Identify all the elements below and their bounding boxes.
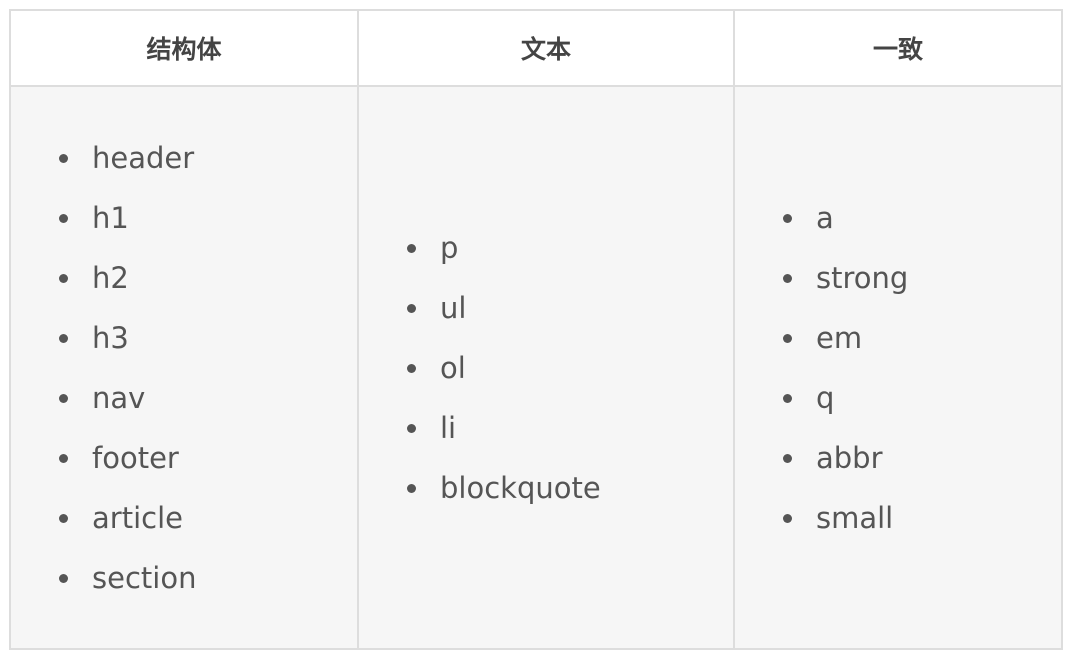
bullet-icon [59, 213, 68, 223]
bullet-icon [59, 453, 68, 463]
body-row: header h1 h2 h3 nav footer article secti… [9, 85, 1063, 650]
list-item: h3 [59, 308, 357, 368]
list-item: article [59, 488, 357, 548]
list-item: p [407, 218, 733, 278]
structure-cell: header h1 h2 h3 nav footer article secti… [9, 85, 359, 650]
list-item-text: h1 [92, 200, 129, 235]
list-item: em [783, 308, 1061, 368]
list-item: h1 [59, 188, 357, 248]
list-item-text: small [816, 500, 894, 535]
list-item: strong [783, 248, 1061, 308]
bullet-icon [783, 273, 792, 283]
header-row: 结构体 文本 一致 [9, 9, 1063, 87]
list-item-text: p [440, 230, 459, 265]
bullet-icon [407, 483, 416, 493]
list-item-text: header [92, 140, 195, 175]
bullet-icon [407, 303, 416, 313]
list-item: section [59, 548, 357, 608]
list-item: li [407, 398, 733, 458]
list-item-text: em [816, 320, 863, 355]
list-item: small [783, 488, 1061, 548]
list-item-text: strong [816, 260, 909, 295]
list-item-text: q [816, 380, 835, 415]
column-header-structure: 结构体 [9, 9, 359, 87]
list-item-text: li [440, 410, 457, 445]
list-item-text: section [92, 560, 197, 595]
list-item-text: footer [92, 440, 179, 475]
column-header-consistent: 一致 [733, 9, 1063, 87]
bullet-icon [783, 393, 792, 403]
consistent-list: a strong em q abbr small [783, 188, 1061, 548]
list-item-text: a [816, 200, 834, 235]
bullet-icon [783, 453, 792, 463]
list-item: abbr [783, 428, 1061, 488]
bullet-icon [783, 333, 792, 343]
bullet-icon [59, 273, 68, 283]
list-item-text: nav [92, 380, 146, 415]
list-item: nav [59, 368, 357, 428]
html-elements-table-container: 结构体 文本 一致 header h1 h2 h3 nav footer art… [9, 9, 1063, 650]
html-elements-table: 结构体 文本 一致 header h1 h2 h3 nav footer art… [9, 9, 1063, 650]
list-item: blockquote [407, 458, 733, 518]
bullet-icon [407, 243, 416, 253]
bullet-icon [783, 513, 792, 523]
list-item: footer [59, 428, 357, 488]
list-item: ul [407, 278, 733, 338]
list-item-text: abbr [816, 440, 883, 475]
list-item-text: ul [440, 290, 467, 325]
list-item-text: h2 [92, 260, 129, 295]
consistent-cell: a strong em q abbr small [733, 85, 1063, 650]
list-item-text: blockquote [440, 470, 601, 505]
list-item: h2 [59, 248, 357, 308]
bullet-icon [59, 153, 68, 163]
list-item-text: ol [440, 350, 466, 385]
structure-list: header h1 h2 h3 nav footer article secti… [59, 128, 357, 608]
bullet-icon [59, 513, 68, 523]
text-cell: p ul ol li blockquote [357, 85, 735, 650]
text-list: p ul ol li blockquote [407, 218, 733, 518]
list-item: a [783, 188, 1061, 248]
list-item-text: article [92, 500, 183, 535]
list-item: header [59, 128, 357, 188]
bullet-icon [59, 573, 68, 583]
bullet-icon [407, 363, 416, 373]
bullet-icon [783, 213, 792, 223]
bullet-icon [59, 393, 68, 403]
column-header-text: 文本 [357, 9, 735, 87]
list-item-text: h3 [92, 320, 129, 355]
list-item: ol [407, 338, 733, 398]
list-item: q [783, 368, 1061, 428]
bullet-icon [59, 333, 68, 343]
bullet-icon [407, 423, 416, 433]
